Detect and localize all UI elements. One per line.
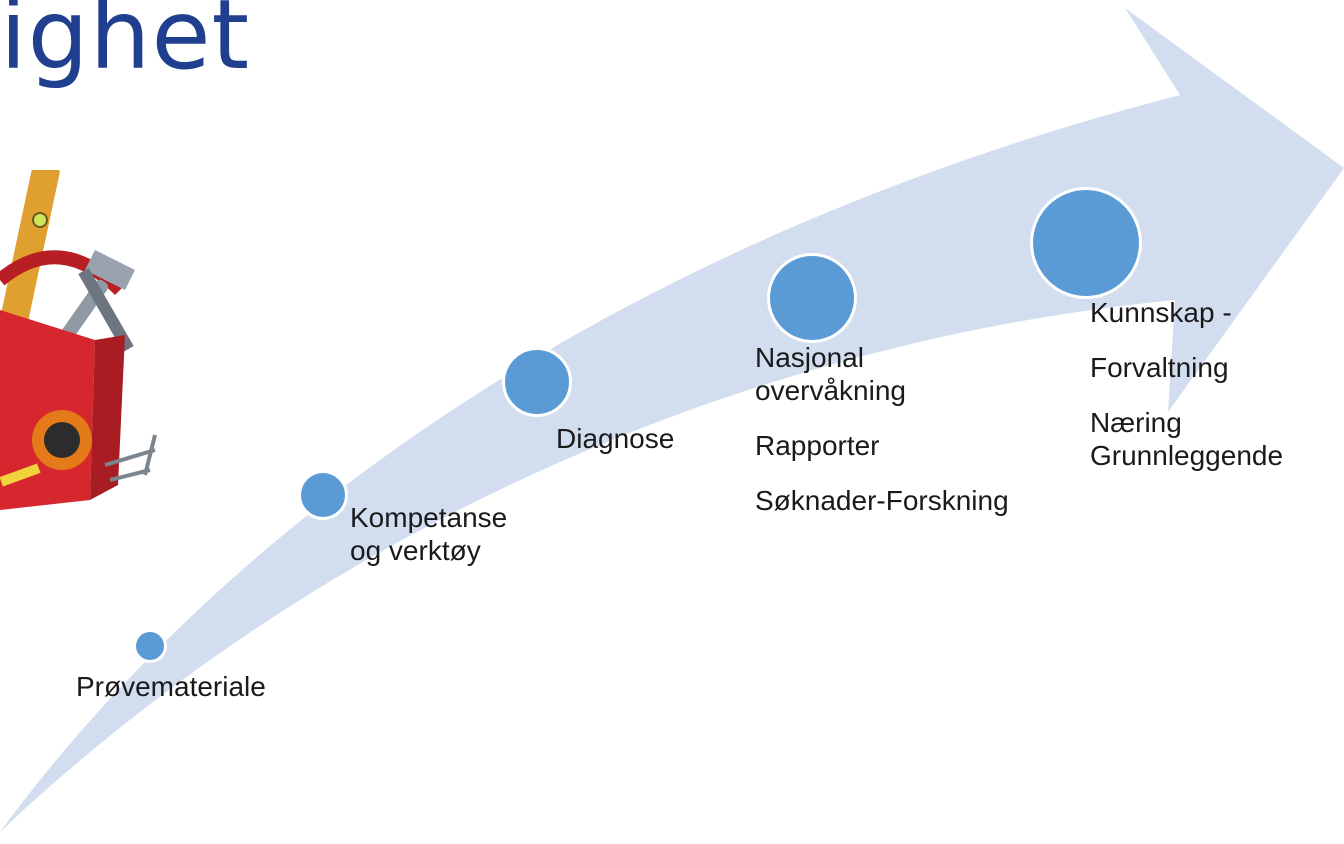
stage-dot-3 xyxy=(502,347,572,417)
stage-5-line-1: Kunnskap - xyxy=(1090,297,1232,328)
stage-4-line-4: Søknader-Forskning xyxy=(755,485,1009,516)
stage-3-line-1: Diagnose xyxy=(556,423,675,454)
stage-dot-2 xyxy=(298,470,348,520)
stage-2-line-2: og verktøy xyxy=(350,535,481,566)
stage-5-line-3: Næring xyxy=(1090,407,1182,438)
stage-label-1: Prøvemateriale xyxy=(76,670,266,703)
stage-1-line-1: Prøvemateriale xyxy=(76,671,266,702)
stage-2-line-1: Kompetanse xyxy=(350,502,508,533)
stage-4-line-3: Rapporter xyxy=(755,430,880,461)
page-title: ighet xyxy=(0,0,251,91)
stage-dot-1 xyxy=(133,629,167,663)
stage-label-5: Kunnskap - Forvaltning Næring Grunnlegge… xyxy=(1090,296,1283,472)
stage-4-line-1: Nasjonal xyxy=(755,342,864,373)
stage-label-3: Diagnose xyxy=(556,422,674,455)
stage-4-line-2: overvåkning xyxy=(755,375,906,406)
stage-label-2: Kompetanse og verktøy xyxy=(350,501,507,567)
toolbox-icon xyxy=(0,170,157,510)
stage-5-line-4: Grunnleggende xyxy=(1090,440,1284,471)
stage-5-line-2: Forvaltning xyxy=(1090,352,1229,383)
stage-label-4: Nasjonal overvåkning Rapporter Søknader-… xyxy=(755,341,1009,517)
stage-dot-4 xyxy=(767,253,857,343)
stage-dot-5 xyxy=(1030,187,1142,299)
